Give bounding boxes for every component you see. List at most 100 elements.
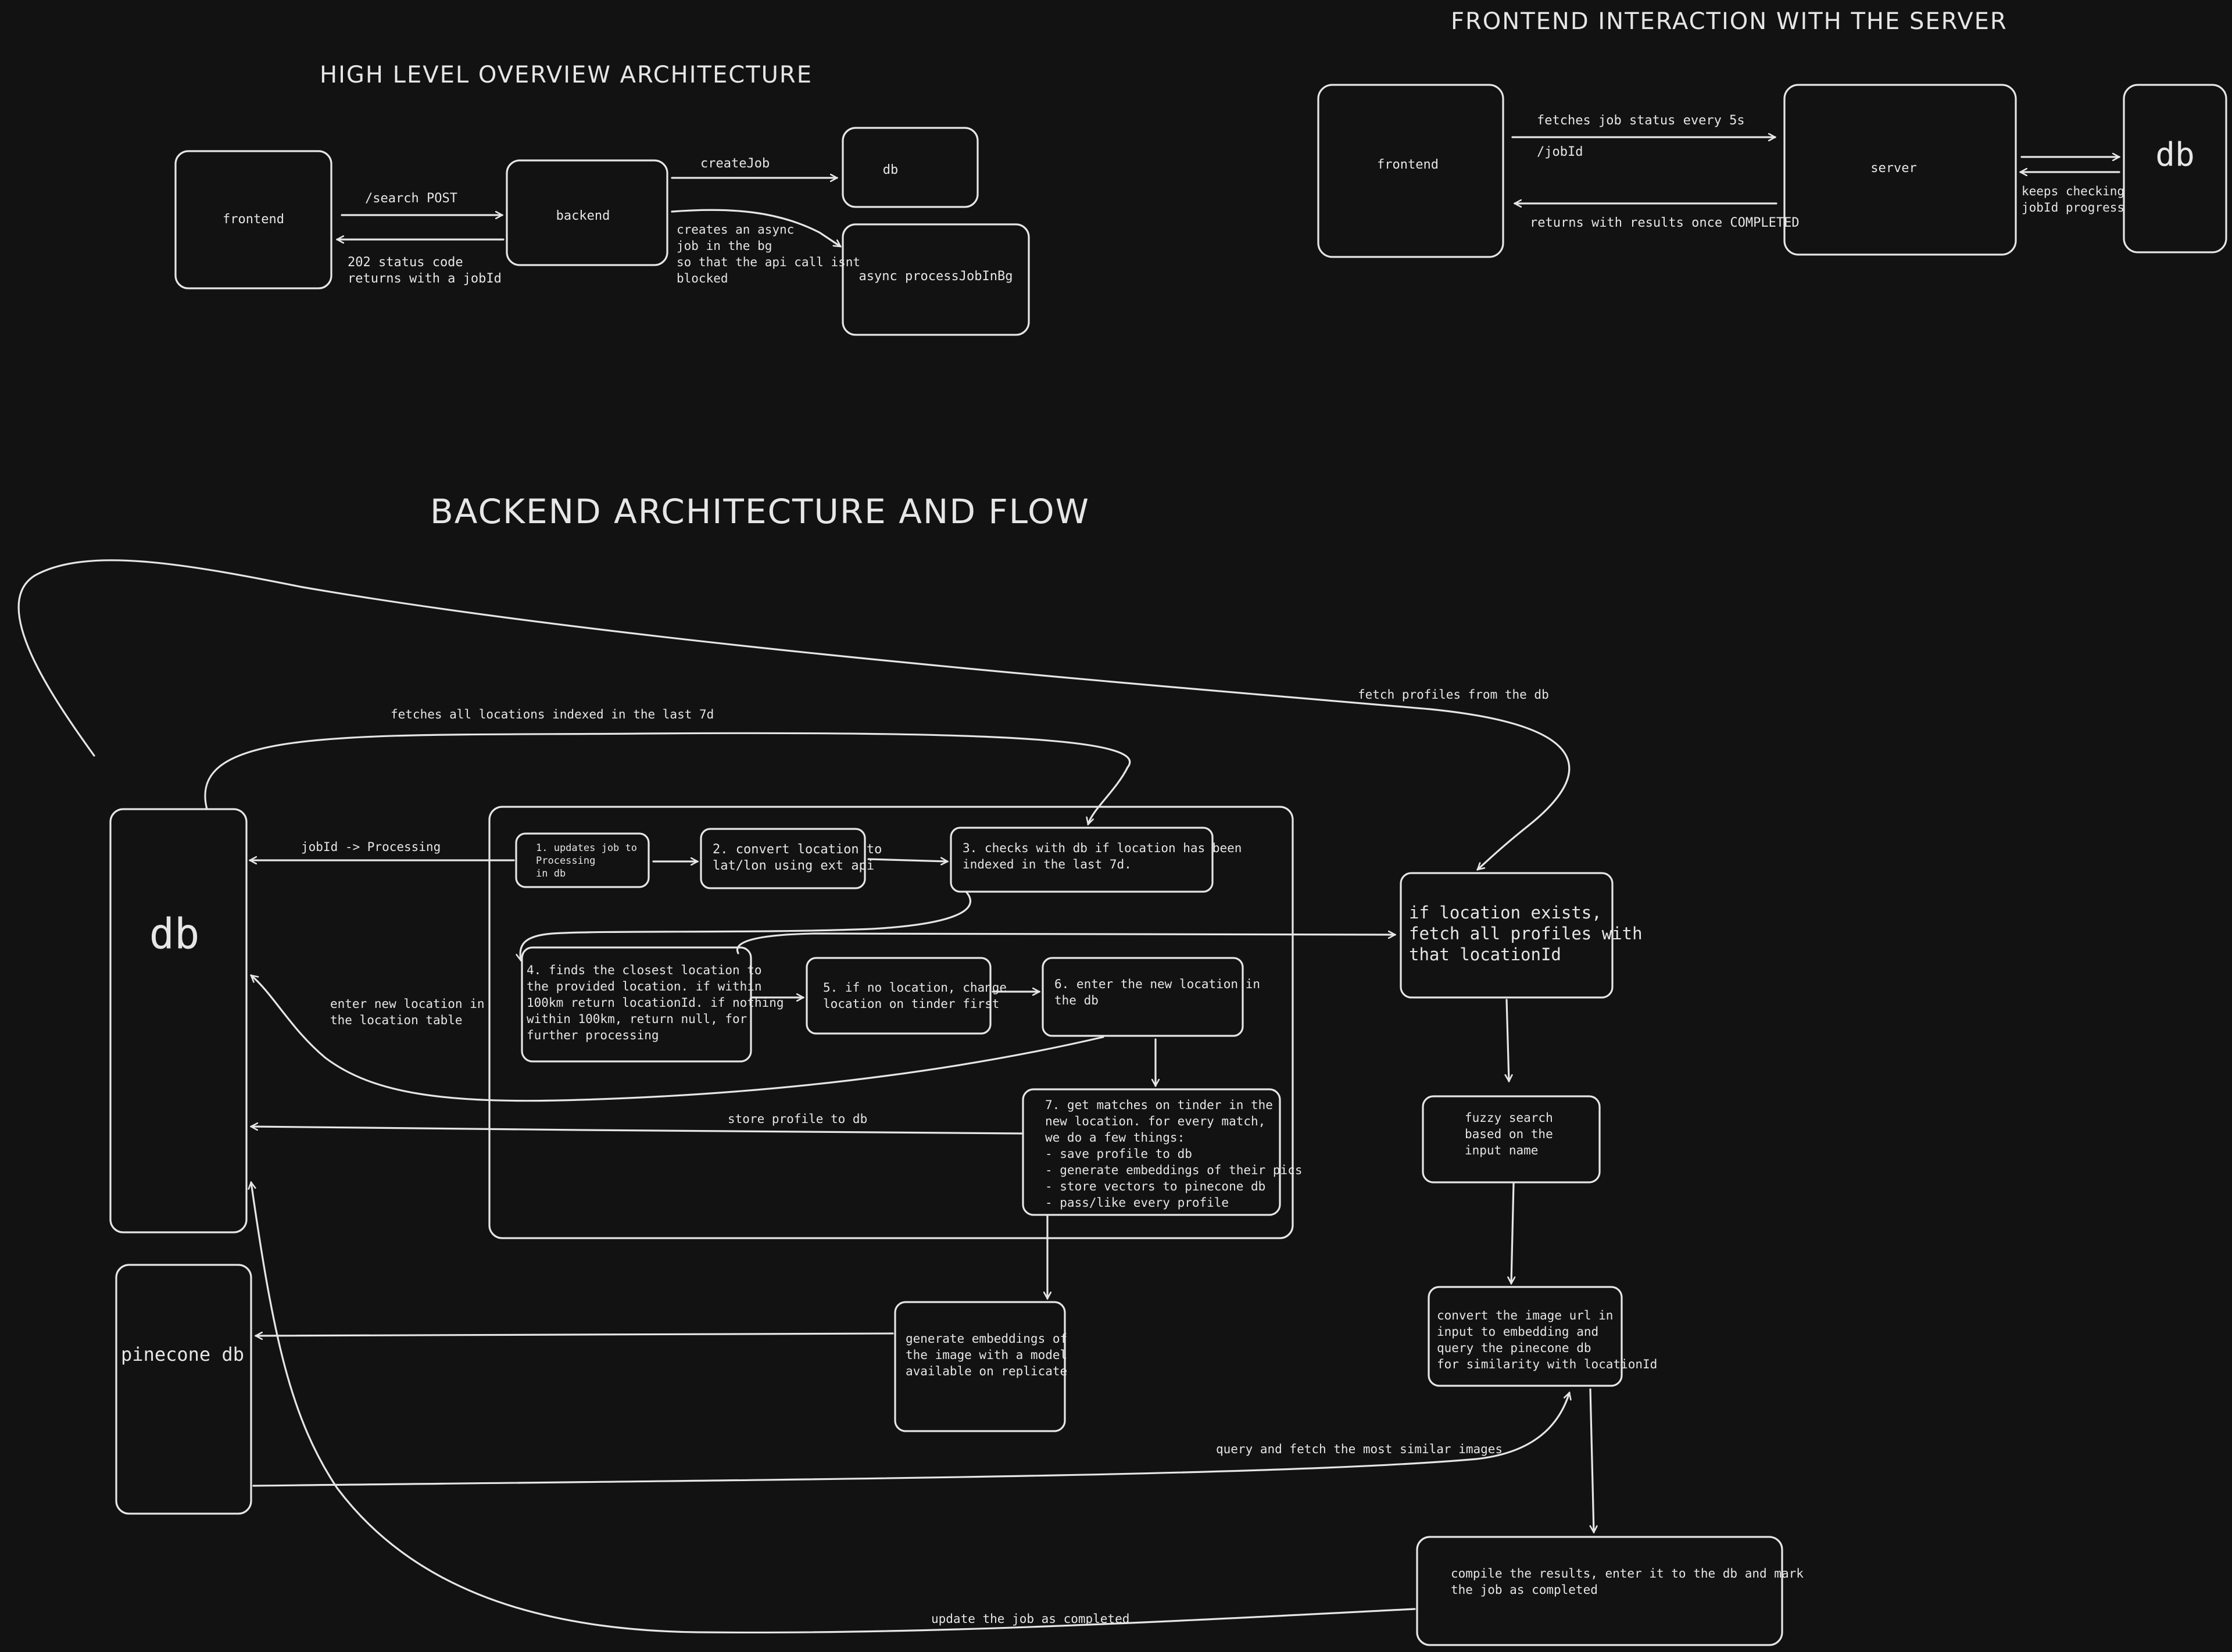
arrow-fetch-profiles	[17, 559, 1571, 870]
backend-db-box	[109, 808, 248, 1233]
label-202-status-1: returns with a jobId	[348, 271, 502, 286]
label-jobid-processing: jobId -> Processing	[301, 840, 441, 854]
arrow-fuzzy-convert	[1511, 1182, 1514, 1283]
label-store-profile: store profile to db	[728, 1112, 867, 1126]
label-fetch-all-locations: fetches all locations indexed in the las…	[391, 707, 714, 721]
arrow-update-job	[251, 1182, 1416, 1634]
step3-box	[950, 827, 1214, 893]
step5-line-1: location on tinder first	[823, 997, 999, 1011]
label-enter-new-1: the location table	[330, 1013, 463, 1027]
pinecone-db-box	[115, 1264, 252, 1515]
title-backend: BACKEND ARCHITECTURE AND FLOW	[430, 492, 1090, 531]
backend-db-label: db	[149, 910, 200, 959]
label-jobid: /jobId	[1537, 145, 1583, 159]
step2-line-0: 2. convert location to	[713, 842, 882, 857]
title-overview: HIGH LEVEL OVERVIEW ARCHITECTURE	[320, 62, 813, 88]
label-async-note-0: creates an async	[677, 223, 794, 237]
step7-box	[1022, 1088, 1281, 1216]
overview-frontend-box	[174, 150, 332, 289]
arrow-step2-step3	[867, 859, 947, 861]
label-query-similar: query and fetch the most similar images	[1216, 1442, 1503, 1456]
overview-async-box	[842, 223, 1030, 336]
arrow-async-job	[671, 209, 840, 248]
step3-line-0: 3. checks with db if location has been	[963, 841, 1242, 855]
step4-line-1: the provided location. if within	[527, 979, 762, 993]
step7-line-2: we do a few things:	[1045, 1131, 1185, 1145]
step7-line-6: - pass/like every profile	[1045, 1196, 1229, 1210]
fuzzy-line-1: based on the	[1465, 1127, 1553, 1141]
step2-line-1: lat/lon using ext api	[713, 859, 874, 873]
convert-image-line-1: input to embedding and	[1437, 1325, 1598, 1339]
if-exists-line-0: if location exists,	[1409, 903, 1602, 922]
compile-box	[1416, 1536, 1783, 1646]
overview-db-box	[842, 127, 979, 208]
arrow-if-exists-fuzzy	[1507, 999, 1509, 1081]
label-async-note-1: job in the bg	[677, 239, 772, 253]
step6-line-1: the db	[1054, 993, 1099, 1007]
arrow-embeddings-pinecone	[256, 1333, 894, 1336]
step4-line-2: 100km return locationId. if nothing	[527, 996, 784, 1010]
fuzzy-box	[1422, 1095, 1601, 1183]
overview-db-label: db	[883, 163, 899, 177]
step4-line-3: within 100km, return null, for	[527, 1012, 747, 1026]
label-keeps-checking-0: keeps checking	[2022, 184, 2124, 198]
embeddings-line-1: the image with a model	[906, 1348, 1067, 1362]
overview-backend-label: backend	[556, 209, 610, 223]
fs-frontend-label: frontend	[1377, 158, 1439, 172]
step2-box	[700, 828, 866, 889]
label-fetch-status: fetches job status every 5s	[1537, 113, 1745, 128]
step1-line-2: in db	[536, 868, 566, 879]
fs-db-label: db	[2155, 136, 2194, 174]
fuzzy-line-2: input name	[1465, 1143, 1538, 1157]
step7-line-1: new location. for every match,	[1045, 1114, 1265, 1128]
step1-box	[515, 832, 650, 888]
arrow-query-similar	[252, 1393, 1569, 1487]
step7-line-0: 7. get matches on tinder in the	[1045, 1098, 1273, 1112]
arrow-step3-step4	[520, 891, 972, 960]
step7-line-5: - store vectors to pinecone db	[1045, 1179, 1265, 1193]
backend-flow-container	[488, 806, 1294, 1239]
if-exists-box	[1400, 872, 1614, 999]
arrow-fetch-all-locations	[204, 732, 1131, 824]
fs-db-box	[2123, 84, 2227, 253]
step4-box	[521, 946, 752, 1063]
overview-frontend-label: frontend	[223, 212, 284, 227]
pinecone-db-label: pinecone db	[121, 1343, 244, 1365]
label-returns-results: returns with results once COMPLETED	[1530, 216, 1800, 230]
convert-image-line-3: for similarity with locationId	[1437, 1357, 1657, 1371]
compile-line-0: compile the results, enter it to the db …	[1451, 1567, 1804, 1581]
compile-line-1: the job as completed	[1451, 1583, 1598, 1597]
label-keeps-checking-1: jobId progress	[2022, 201, 2124, 214]
step5-box	[806, 957, 992, 1035]
embeddings-line-2: available on replicate	[906, 1364, 1067, 1378]
label-update-job: update the job as completed	[931, 1612, 1129, 1626]
step1-line-0: 1. updates job to	[536, 842, 637, 854]
label-create-job: createJob	[700, 156, 770, 171]
arrow-convert-compile	[1589, 1388, 1594, 1532]
overview-backend-box	[506, 159, 668, 266]
convert-image-box	[1428, 1286, 1623, 1387]
label-enter-new-0: enter new location in	[330, 997, 485, 1011]
label-202-status-0: 202 status code	[348, 255, 463, 270]
fuzzy-line-0: fuzzy search	[1465, 1111, 1553, 1125]
step4-line-4: further processing	[527, 1028, 659, 1042]
label-async-note-2: so that the api call isnt	[677, 255, 860, 269]
fs-server-label: server	[1870, 161, 1916, 176]
step4-line-0: 4. finds the closest location to	[527, 963, 762, 977]
step6-line-0: 6. enter the new location in	[1054, 977, 1260, 991]
arrow-enter-new-location	[251, 975, 1104, 1102]
if-exists-line-1: fetch all profiles with	[1409, 924, 1643, 943]
step7-line-3: - save profile to db	[1045, 1147, 1192, 1161]
step3-line-1: indexed in the last 7d.	[963, 857, 1132, 871]
embeddings-box	[894, 1301, 1066, 1432]
title-frontend-server: FRONTEND INTERACTION WITH THE SERVER	[1451, 8, 2008, 35]
fs-server-box	[1783, 84, 2017, 256]
convert-image-line-0: convert the image url in	[1437, 1308, 1613, 1322]
label-async-note-3: blocked	[677, 271, 728, 285]
step7-line-4: - generate embeddings of their pics	[1045, 1163, 1303, 1177]
embeddings-line-0: generate embeddings of	[906, 1332, 1067, 1346]
fs-frontend-box	[1317, 84, 1504, 258]
label-search-post: /search POST	[365, 191, 457, 206]
arrow-step3-if-exists	[736, 934, 1395, 954]
